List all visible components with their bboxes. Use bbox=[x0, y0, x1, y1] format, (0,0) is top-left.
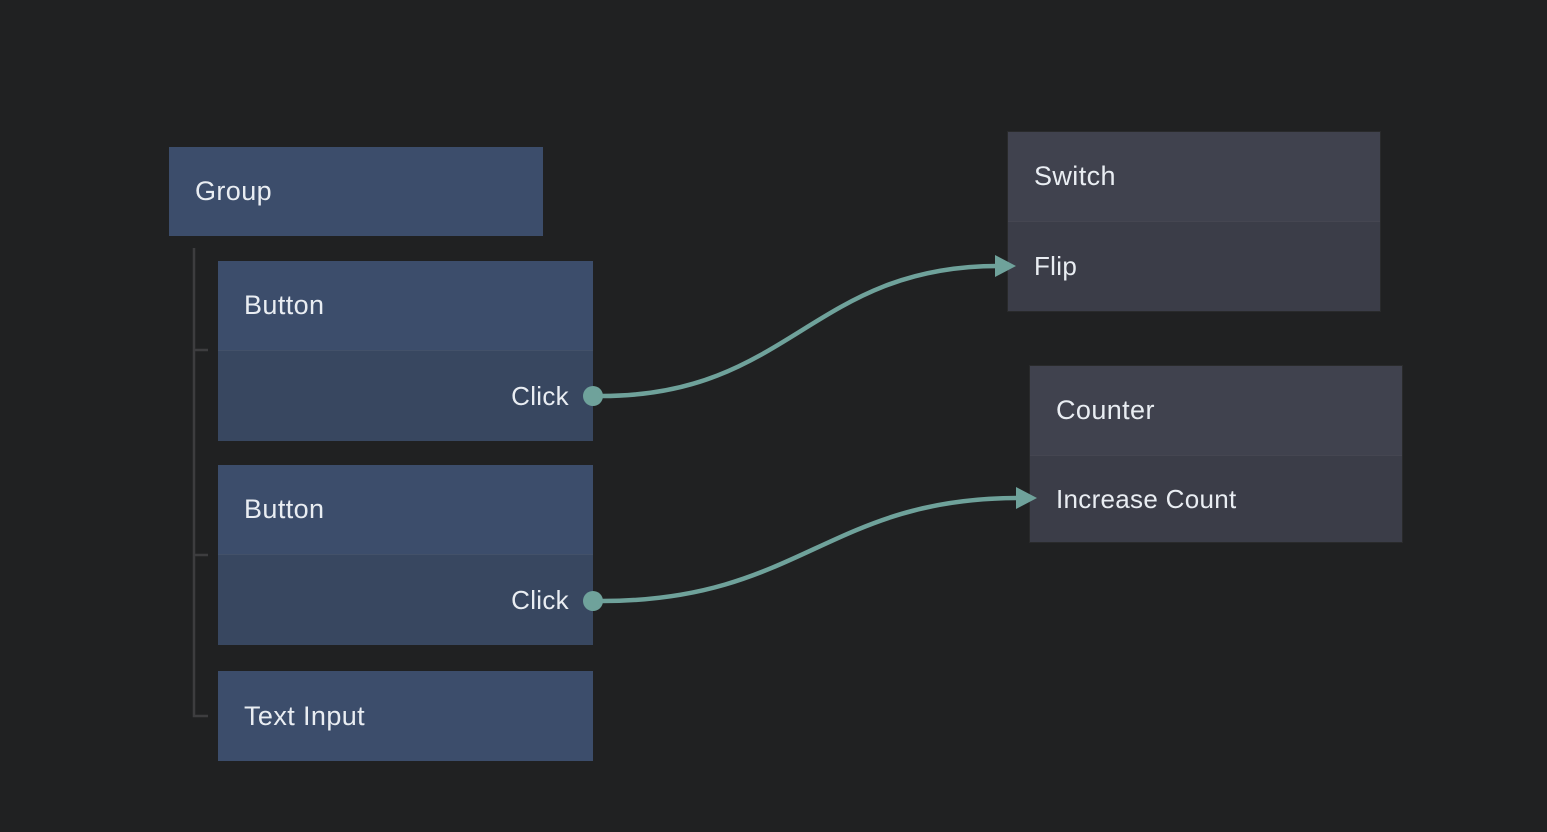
node-text-input-header: Text Input bbox=[218, 671, 593, 761]
node-button-1[interactable]: Button Click bbox=[218, 261, 593, 441]
node-button-2-header: Button bbox=[218, 465, 593, 554]
node-button-2-title: Button bbox=[244, 494, 325, 524]
node-group[interactable]: Group bbox=[169, 147, 543, 236]
node-button-1-output-row: Click bbox=[218, 350, 593, 441]
input-port-label-flip: Flip bbox=[1034, 251, 1078, 281]
node-switch-input-row: Flip bbox=[1008, 221, 1380, 311]
node-counter-title: Counter bbox=[1056, 395, 1155, 425]
node-counter-header: Counter bbox=[1030, 366, 1402, 455]
node-button-1-header: Button bbox=[218, 261, 593, 350]
node-button-1-title: Button bbox=[244, 290, 325, 320]
group-children-tree-connector bbox=[192, 248, 208, 718]
node-group-header: Group bbox=[169, 147, 543, 236]
node-counter-input-row: Increase Count bbox=[1030, 455, 1402, 542]
node-switch-title: Switch bbox=[1034, 161, 1116, 191]
node-text-input-title: Text Input bbox=[244, 700, 366, 731]
node-switch[interactable]: Switch Flip bbox=[1007, 131, 1381, 312]
connection-wire-button-2-click-to-counter-increase-count[interactable] bbox=[599, 495, 1021, 604]
input-port-label-increase-count: Increase Count bbox=[1056, 483, 1237, 514]
node-counter[interactable]: Counter Increase Count bbox=[1029, 365, 1403, 543]
node-text-input[interactable]: Text Input bbox=[218, 671, 593, 761]
connection-wire-button-1-click-to-switch-flip[interactable] bbox=[599, 263, 1001, 399]
node-button-2-output-row: Click bbox=[218, 554, 593, 645]
output-port-label-click: Click bbox=[511, 584, 569, 615]
output-port-label-click: Click bbox=[511, 380, 569, 411]
node-switch-header: Switch bbox=[1008, 132, 1380, 221]
node-group-title: Group bbox=[195, 176, 273, 206]
node-button-2[interactable]: Button Click bbox=[218, 465, 593, 645]
